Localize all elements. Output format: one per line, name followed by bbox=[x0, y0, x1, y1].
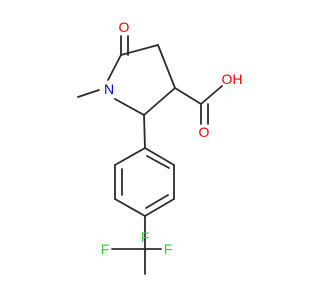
bond-ar1-ar2 bbox=[144, 147, 175, 166]
bond-c4-c3 bbox=[157, 44, 176, 89]
atom-label-fluorine-left: F bbox=[101, 241, 110, 257]
atom-label-nitrogen: N bbox=[104, 81, 114, 97]
bond-ar6-ar1 bbox=[114, 147, 146, 166]
bond-aromatic-inner-2 bbox=[145, 194, 169, 209]
bond-n1-c5 bbox=[107, 54, 122, 81]
atom-label-fluorine-top: F bbox=[141, 229, 150, 245]
bond-c3-cooh bbox=[174, 87, 202, 105]
molecule-diagram: O N OH O F F F bbox=[77, 19, 243, 275]
bond-c2-n1 bbox=[114, 98, 145, 116]
bond-cooh-oh bbox=[200, 85, 223, 105]
bond-aromatic-inner-1 bbox=[146, 155, 170, 169]
bond-ar4-ar5 bbox=[114, 198, 146, 217]
atom-label-carbonyl-oxygen: O bbox=[119, 19, 130, 35]
bond-ar3-ar4 bbox=[144, 198, 175, 217]
bond-c3-c2 bbox=[143, 87, 176, 116]
atom-label-fluorine-right: F bbox=[164, 241, 173, 257]
atom-label-hydroxyl: OH bbox=[222, 71, 243, 87]
bond-n1-methyl bbox=[77, 89, 100, 98]
bond-c2-phenyl bbox=[143, 114, 146, 149]
structure-canvas: O N OH O F F F bbox=[77, 19, 243, 275]
atom-label-acid-oxygen: O bbox=[199, 124, 210, 140]
